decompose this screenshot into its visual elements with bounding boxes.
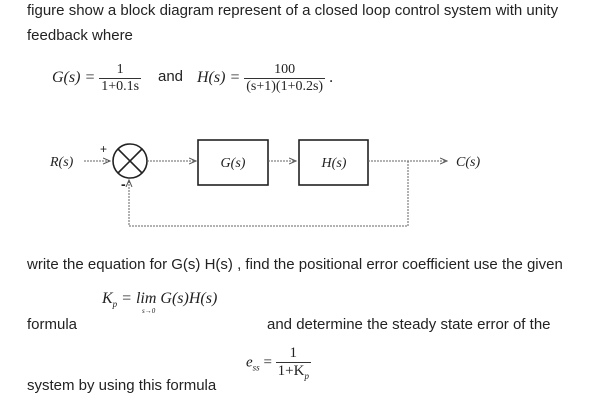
input-label: R(s) (49, 155, 74, 170)
h-fraction: 100 (s+1)(1+0.2s) (244, 62, 326, 95)
ess-formula: ess = 1 1+Kp (246, 345, 311, 381)
question-line-1: write the equation for G(s) H(s) , find … (27, 256, 563, 273)
ess-symbol: e (246, 354, 253, 371)
h-numerator: 100 (244, 62, 326, 79)
summing-junction (112, 143, 148, 179)
h-lhs: H(s) = (197, 69, 241, 87)
h-block-label: H(s) (321, 156, 347, 171)
ess-denominator-subscript: p (304, 371, 309, 381)
minus-sign: - (121, 176, 126, 192)
question-line-3: system by using this formula (27, 377, 217, 394)
ess-equals: = (263, 354, 272, 371)
kp-expression: = lim G(s)H(s) (121, 290, 218, 307)
kp-subscript: p (112, 299, 118, 310)
plus-sign: + (100, 142, 107, 156)
kp-formula: Kp = lim G(s)H(s) s→0 (102, 290, 218, 315)
g-lhs: G(s) = (52, 69, 96, 87)
ess-denominator-text: 1+K (277, 363, 305, 379)
h-block (298, 139, 369, 186)
question-line-2-right: and determine the steady state error of … (267, 316, 551, 333)
and-word: and (158, 68, 184, 85)
h-denominator: (s+1)(1+0.2s) (246, 79, 324, 94)
ess-subscript: ss (252, 362, 260, 373)
period: . (329, 69, 334, 87)
kp-limit: s→0 (142, 307, 156, 315)
g-block-label: G(s) (221, 156, 246, 171)
ess-fraction: 1 1+Kp (275, 345, 311, 381)
g-numerator: 1 (99, 62, 142, 79)
output-label: C(s) (456, 155, 480, 170)
formula-word: formula (27, 316, 78, 333)
g-fraction: 1 1+0.1s (99, 62, 142, 95)
ess-denominator: 1+Kp (276, 363, 311, 381)
ess-numerator: 1 (275, 345, 311, 363)
intro-line-1: figure show a block diagram represent of… (27, 2, 559, 19)
feedback-path (129, 161, 409, 227)
intro-line-2: feedback where (27, 27, 133, 44)
kp-symbol: K (102, 290, 113, 307)
g-denominator: 1+0.1s (101, 79, 140, 94)
g-equation: G(s) = 1 1+0.1s (52, 62, 142, 95)
g-block (197, 139, 269, 186)
h-equation: H(s) = 100 (s+1)(1+0.2s) . (197, 62, 333, 95)
